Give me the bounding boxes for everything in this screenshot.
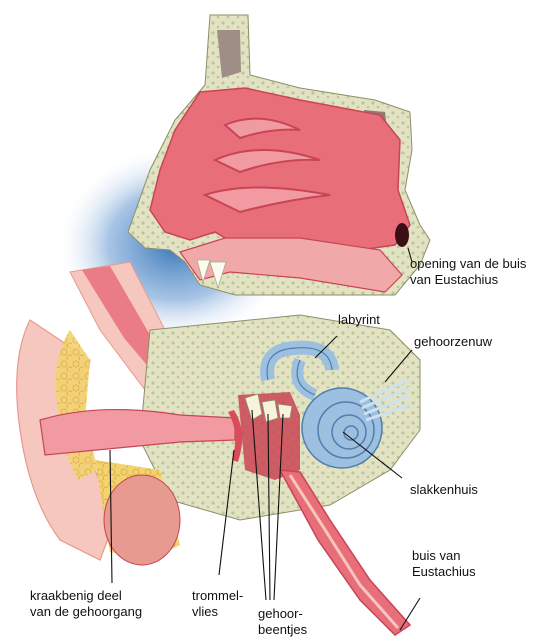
cochlea bbox=[302, 388, 382, 468]
eustachian-opening bbox=[395, 223, 409, 247]
label-labyrinth: labyrint bbox=[338, 312, 380, 328]
label-eustachian-tube: buis van Eustachius bbox=[412, 548, 476, 580]
nasal-cavity-section bbox=[128, 15, 430, 295]
label-auditory-nerve: gehoorzenuw bbox=[414, 334, 492, 350]
label-eustachian-opening: opening van de buis van Eustachius bbox=[410, 256, 526, 288]
label-eardrum: trommel- vlies bbox=[192, 588, 243, 620]
label-cochlea: slakkenhuis bbox=[410, 482, 478, 498]
label-cartilaginous-ear-canal: kraakbenig deel van de gehoorgang bbox=[30, 588, 142, 620]
label-ossicles: gehoor- beentjes bbox=[258, 606, 307, 638]
